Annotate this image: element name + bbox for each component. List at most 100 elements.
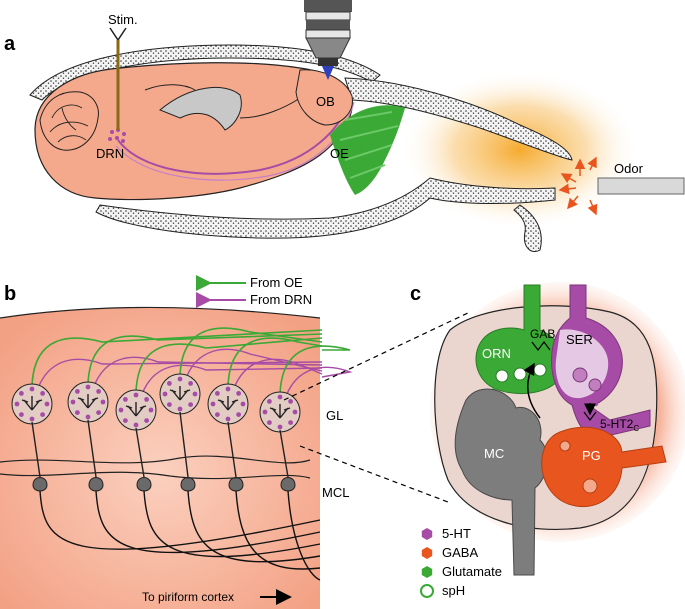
serotonin-dot [277, 394, 283, 400]
serotonin-dot [210, 401, 216, 407]
serotonin-dot [40, 390, 46, 396]
serotonin-dot [144, 418, 150, 424]
glomerulus-group [11, 373, 301, 433]
serotonin-dot [188, 380, 194, 386]
serotonin-dot [177, 406, 183, 412]
lateral-dendrite [0, 471, 311, 480]
serotonin-dot [236, 412, 242, 418]
serotonin-dot [148, 407, 154, 413]
mitral-axon [143, 490, 321, 558]
mitral-soma [32, 477, 48, 492]
serotonin-dot [133, 392, 139, 398]
panel-c: c ORN GABAB SER 5-HT2C MC PG [410, 282, 685, 598]
serotonin-dot [192, 391, 198, 397]
pg-label: PG [582, 448, 601, 463]
serotonin-dot [85, 414, 91, 420]
mitral-dendrite [31, 421, 41, 478]
serotonin-dot [122, 396, 128, 402]
serotonin-dot [40, 412, 46, 418]
serotonin-dot [14, 401, 20, 407]
odor-source [558, 156, 685, 216]
brain-fold-1 [144, 84, 196, 91]
pg-cell [541, 426, 667, 508]
serotonin-dot [18, 390, 24, 396]
pg-vesicle [582, 478, 598, 494]
panel-label-a: a [4, 33, 16, 55]
palate-bone [95, 177, 556, 239]
olfactory-epithelium [330, 105, 405, 195]
serotonin-dot [44, 401, 50, 407]
ser-vesicle [572, 367, 588, 383]
oe-axon [31, 329, 323, 387]
serotonin-dot [225, 416, 231, 422]
serotonin-dot [144, 396, 150, 402]
mc-label: MC [484, 446, 504, 461]
mitral-tuft [77, 394, 99, 409]
serotonin-dot [96, 388, 102, 394]
orn-vesicle [513, 367, 527, 381]
legend-label: spH [442, 583, 465, 598]
serotonin-dot [18, 412, 24, 418]
serotonin-dot [162, 391, 168, 397]
drn-fiber [183, 348, 323, 385]
orn-vesicle [533, 363, 547, 377]
serotonin-dot [74, 388, 80, 394]
serotonin-dot [240, 401, 246, 407]
incisor [513, 204, 542, 253]
axon-group [31, 327, 353, 403]
bulb-surface [0, 306, 321, 319]
gaba-feedback-arrow-icon [523, 362, 541, 419]
serotonin-dot [177, 376, 183, 382]
mitral-axon [187, 490, 321, 563]
serotonin-dot [166, 402, 172, 408]
legend-label: GABA [442, 545, 478, 560]
hexagon-icon [421, 566, 433, 578]
panel-label-c: c [410, 283, 421, 305]
mitral-cell-zoom [454, 388, 548, 576]
mitral-dendrite [227, 421, 237, 478]
legend-item: 5-HT [421, 526, 471, 541]
cerebellum [39, 91, 99, 151]
mitral-axon [39, 490, 321, 550]
serotonin-dot [29, 386, 35, 392]
orn-vesicle [495, 369, 509, 383]
serotonin-dot [122, 418, 128, 424]
serotonin-release [587, 397, 599, 407]
mitral-dendrite [179, 411, 189, 478]
mitral-cell-group [0, 411, 321, 581]
mitral-soma [88, 477, 104, 492]
legend-oe-label: From OE [250, 275, 303, 290]
legend-b: From OE From DRN [196, 275, 312, 308]
mitral-soma [228, 477, 244, 492]
gl-label: GL [326, 408, 343, 423]
objective-icon [304, 0, 352, 80]
oe-turbinates [339, 111, 399, 179]
oe-axon [87, 333, 323, 385]
mitral-tuft [269, 404, 291, 419]
ser-vesicle [588, 378, 602, 392]
serotonin-dot [133, 422, 139, 428]
serotonin-dot [29, 416, 35, 422]
mitral-axon [235, 490, 321, 570]
drn-fiber [283, 366, 353, 403]
to-piriform-label: To piriform cortex [142, 590, 234, 604]
serotonin-dot [118, 407, 124, 413]
hippocampus [159, 86, 242, 131]
serotonin-dot [292, 409, 298, 415]
mitral-dendrite [135, 427, 145, 478]
legend-item: Glutamate [421, 564, 502, 579]
mitral-tuft [169, 386, 191, 401]
legend-drn-label: From DRN [250, 292, 312, 307]
serotonin-dot [214, 390, 220, 396]
serotonin-dot [96, 410, 102, 416]
orn-label: ORN [482, 346, 511, 361]
drn-fiber [91, 356, 323, 393]
serotonin-dot [288, 398, 294, 404]
drn-fiber [35, 358, 323, 395]
mitral-dendrite [279, 429, 289, 478]
ob-label: OB [316, 94, 335, 109]
hexagon-icon [421, 528, 433, 540]
serotonin-dot [277, 424, 283, 430]
odor-label: Odor [614, 161, 644, 176]
